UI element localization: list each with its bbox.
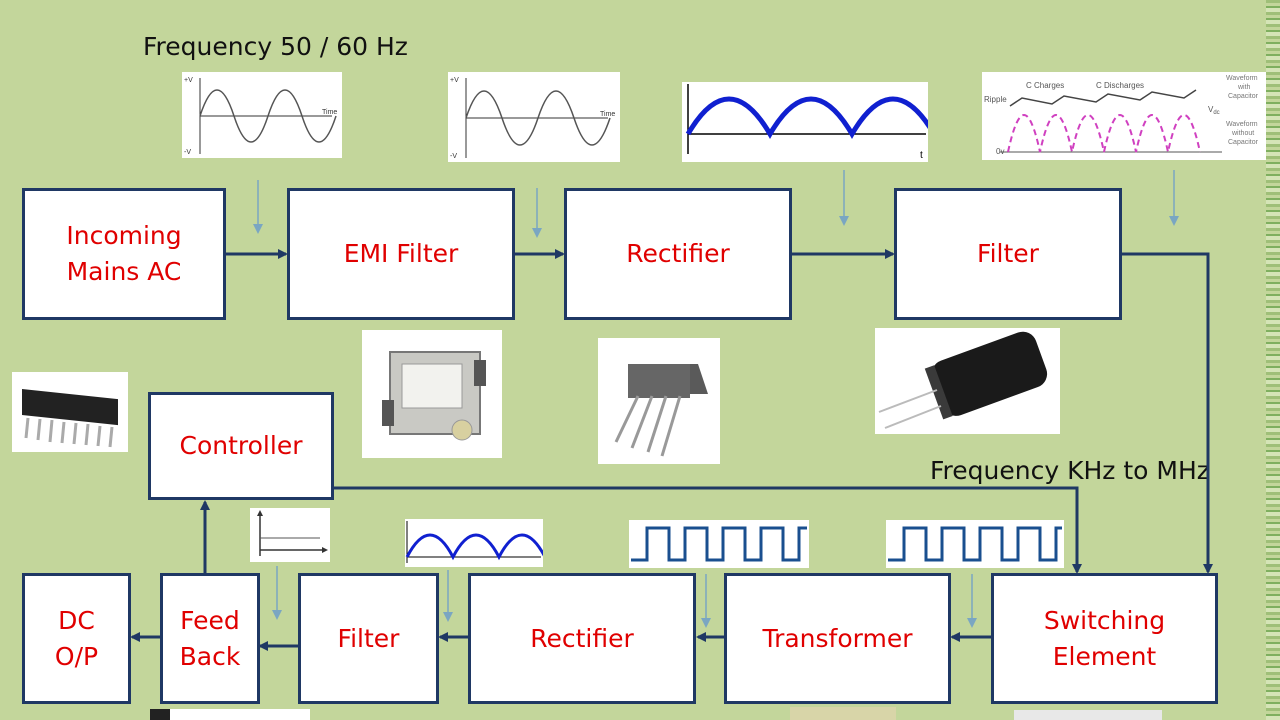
- block-label: Rectifier: [626, 239, 730, 268]
- frequency-label-mains: Frequency 50 / 60 Hz: [143, 32, 408, 61]
- square-wave-thumb-2: [886, 520, 1064, 568]
- block-label: Filter: [337, 623, 400, 653]
- c-discharges-label: C Discharges: [1096, 81, 1144, 90]
- rectified-wave-thumb-small: [405, 519, 547, 567]
- with-cap-label-2: with: [1237, 84, 1251, 91]
- with-cap-label-3: Capacitor: [1228, 93, 1259, 100]
- block-label: Switching Element: [1043, 605, 1166, 671]
- sine-wave-thumb-2: +V -V Time: [448, 72, 620, 162]
- block-label: Controller: [179, 431, 303, 460]
- block-rectifier-top: Rectifier: [564, 188, 792, 320]
- without-cap-label-2: without: [1231, 130, 1254, 137]
- block-rectifier-bottom: Rectifier: [468, 573, 696, 704]
- block-controller: Controller: [148, 392, 334, 500]
- partial-component-image-1: [150, 709, 310, 720]
- t-label: t: [920, 150, 923, 161]
- minus-v-label: -V: [450, 153, 457, 160]
- frequency-label-switching: Frequency KHz to MHz: [930, 456, 1210, 485]
- minus-v-label: -V: [184, 149, 191, 156]
- block-transformer: Transformer: [724, 573, 951, 704]
- block-label: Rectifier: [530, 623, 634, 653]
- ripple-label: Ripple: [984, 95, 1007, 104]
- partial-component-image-2: [790, 707, 896, 720]
- ic-chip-image: [12, 372, 128, 452]
- rectified-wave-thumb: t: [682, 82, 937, 162]
- partial-component-image-3: [1014, 710, 1162, 720]
- ripple-wave-thumb: Ripple C Charges C Discharges Vdc 0v Wav…: [982, 72, 1268, 160]
- time-label: Time: [600, 111, 615, 118]
- block-emi-filter: EMI Filter: [287, 188, 515, 320]
- without-cap-label-1: Waveform: [1226, 121, 1258, 128]
- block-label: Transformer: [762, 623, 913, 653]
- sine-wave-thumb-1: +V -V Time: [182, 72, 342, 158]
- emi-filter-image: [362, 330, 502, 458]
- step-response-thumb: [250, 508, 330, 562]
- capacitor-image: [875, 328, 1060, 434]
- block-feedback: Feed Back: [160, 573, 260, 704]
- block-incoming-mains-ac: Incoming Mains AC: [22, 188, 226, 320]
- block-label: Feed Back: [179, 605, 241, 671]
- block-label: Filter: [977, 239, 1039, 268]
- block-label: EMI Filter: [343, 239, 459, 268]
- zero-v-label: 0v: [996, 147, 1004, 156]
- bridge-rectifier-image: [598, 338, 720, 464]
- time-label: Time: [322, 109, 337, 116]
- block-filter-top: Filter: [894, 188, 1122, 320]
- vdc-label: Vdc: [1208, 105, 1220, 116]
- plus-v-label: +V: [184, 77, 193, 84]
- block-filter-bottom: Filter: [298, 573, 439, 704]
- block-switching-element: Switching Element: [991, 573, 1218, 704]
- c-charges-label: C Charges: [1026, 81, 1064, 90]
- block-dc-output: DC O/P: [22, 573, 131, 704]
- square-wave-thumb-1: [629, 520, 809, 568]
- plus-v-label: +V: [450, 77, 459, 84]
- block-label: DC O/P: [54, 605, 99, 671]
- without-cap-label-3: Capacitor: [1228, 139, 1259, 146]
- with-cap-label-1: Waveform: [1226, 75, 1258, 82]
- right-edge-stripe: [1266, 0, 1280, 720]
- block-label: Incoming Mains AC: [66, 221, 182, 286]
